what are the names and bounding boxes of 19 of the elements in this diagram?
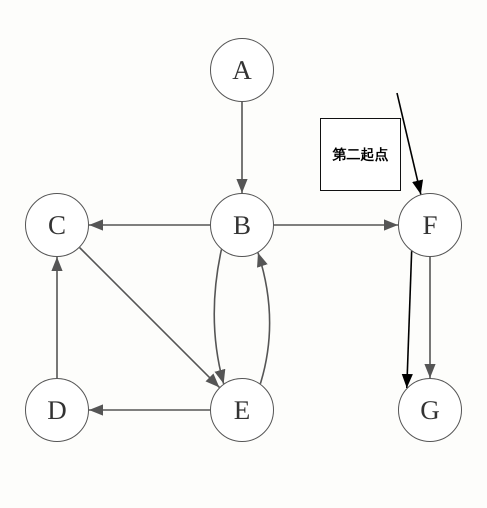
arrow [396, 92, 424, 195]
graph-vertex: F [398, 193, 462, 257]
arrow [274, 219, 398, 231]
graph-vertex: D [25, 378, 89, 442]
graph-vertex: A [210, 38, 274, 102]
graph-vertex: E [210, 378, 274, 442]
arrow [213, 249, 226, 384]
note-box: 第二起点 [320, 118, 401, 191]
graph-vertex: B [210, 193, 274, 257]
arrow [51, 257, 63, 378]
graph-vertex: G [398, 378, 462, 442]
arrow [236, 102, 248, 193]
graph-vertex: C [25, 193, 89, 257]
arrow [402, 251, 413, 388]
arrow [79, 247, 220, 388]
arrow [256, 252, 270, 384]
arrow [424, 257, 436, 378]
arrow [89, 219, 210, 231]
arrow [89, 404, 210, 416]
